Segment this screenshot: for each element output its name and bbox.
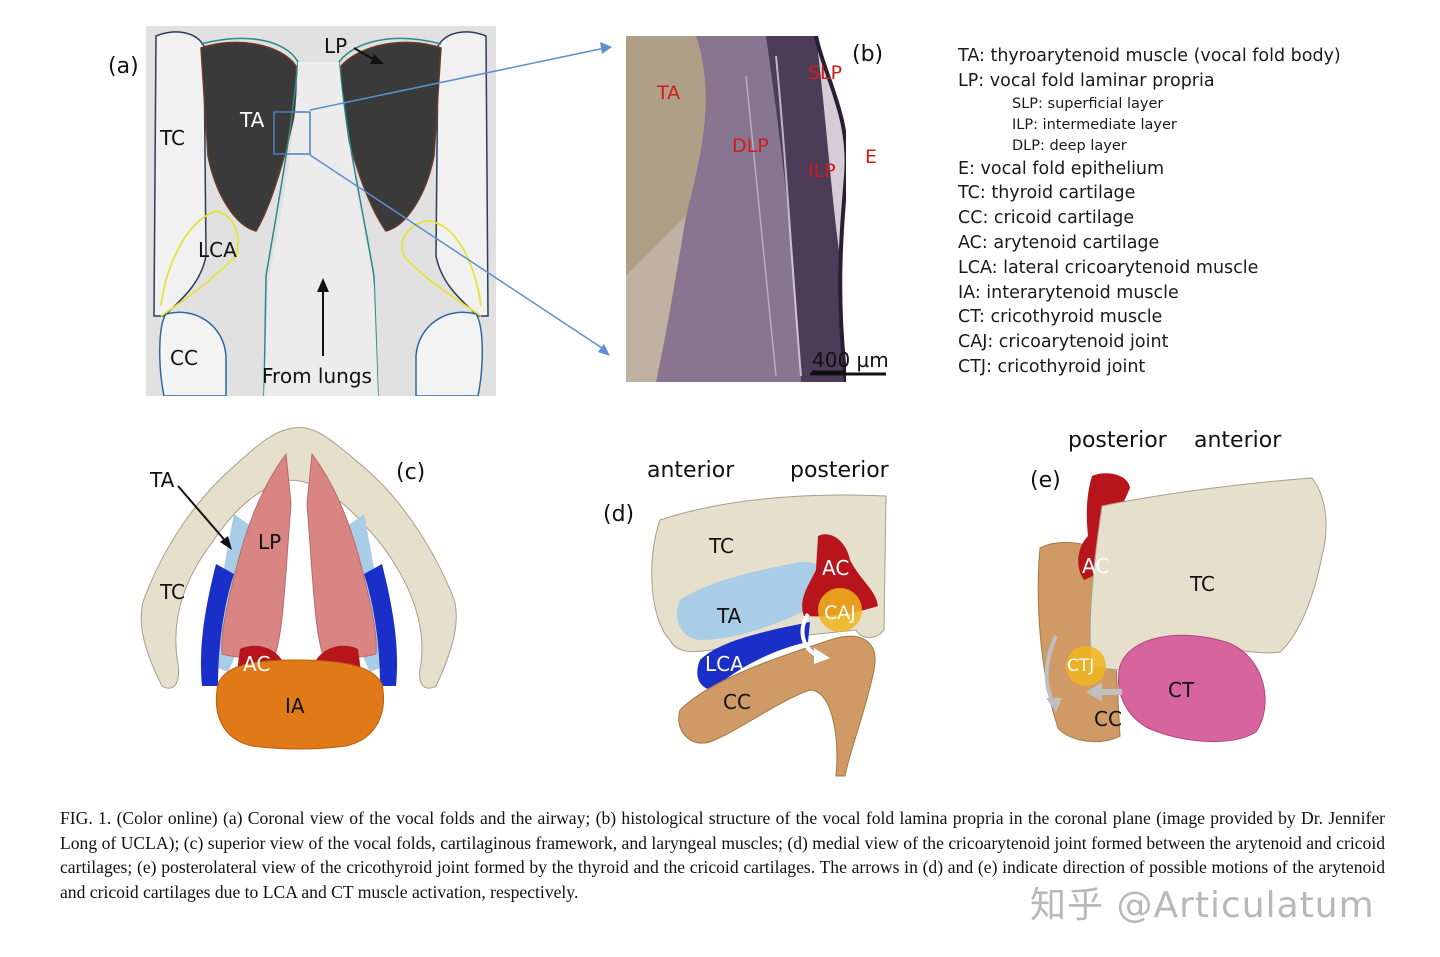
legend-item: CTJ: cricothyroid joint [958,356,1146,377]
zoom-connector [309,42,612,356]
label-c-lp: LP [258,530,282,554]
label-c-ia: IA [285,694,305,718]
label-e-posterior: posterior [1068,428,1167,453]
abbreviation-legend: TA: thyroarytenoid muscle (vocal fold bo… [958,44,1418,380]
panel-d-label: (d) [603,502,635,527]
medial-view-model [651,494,887,777]
label-b-ta: TA [657,82,681,104]
label-b-ilp: ILP [808,160,836,182]
label-e-ct: CT [1168,678,1195,702]
label-a-airflow: From lungs [262,364,372,388]
figure-caption: FIG. 1. (Color online) (a) Coronal view … [60,808,1385,902]
legend-item: LCA: lateral cricoarytenoid muscle [958,257,1259,278]
panel-a-label: (a) [108,54,139,79]
label-d-lca: LCA [705,652,744,676]
panel-c-label: (c) [396,460,426,485]
legend-item: ILP: intermediate layer [1012,116,1177,133]
label-b-scale: 400 µm [812,348,889,372]
legend-item: CC: cricoid cartilage [958,208,1135,229]
label-b-slp: SLP [808,62,843,84]
label-d-posterior: posterior [790,458,889,483]
legend-item: AC: arytenoid cartilage [958,232,1160,253]
label-a-lp: LP [324,34,348,58]
panel-e-label: (e) [1030,468,1061,493]
label-c-ta: TA [150,468,175,492]
legend-item: CT: cricothyroid muscle [958,307,1163,328]
legend-item: DLP: deep layer [1012,137,1127,154]
label-e-tc: TC [1190,572,1216,596]
label-d-caj: CAJ [824,602,856,624]
label-e-cc: CC [1094,707,1122,731]
label-d-ta: TA [717,604,742,628]
legend-item: CAJ: cricoarytenoid joint [958,332,1169,353]
label-b-e: E [865,146,878,168]
superior-view-model [140,427,457,750]
label-a-lca: LCA [198,238,237,262]
label-c-tc: TC [160,580,186,604]
label-a-tc: TC [160,126,186,150]
posterolateral-view-model [1037,473,1327,742]
coronal-view-image [146,26,496,396]
legend-item: LP: vocal fold laminar propria [958,70,1215,91]
legend-item: IA: interarytenoid muscle [958,282,1179,303]
watermark: 知乎 @Articulatum [1030,885,1375,926]
label-a-ta: TA [240,108,265,132]
label-b-dlp: DLP [732,135,769,157]
histology-image [626,36,846,382]
label-e-ac: AC [1082,554,1110,578]
legend-item: TA: thyroarytenoid muscle (vocal fold bo… [958,46,1341,66]
scale-bar [810,372,886,376]
panel-b-label: (b) [852,42,884,67]
legend-item: E: vocal fold epithelium [958,158,1165,179]
label-e-ctj: CTJ [1067,656,1095,676]
legend-item: TC: thyroid cartilage [958,183,1136,204]
label-a-cc: CC [170,346,198,370]
label-e-anterior: anterior [1194,428,1282,453]
label-d-cc: CC [723,690,751,714]
label-c-ac: AC [243,652,271,676]
label-d-ac: AC [822,556,850,580]
legend-item: SLP: superficial layer [1012,95,1164,112]
label-d-anterior: anterior [647,458,735,483]
label-d-tc: TC [709,534,735,558]
